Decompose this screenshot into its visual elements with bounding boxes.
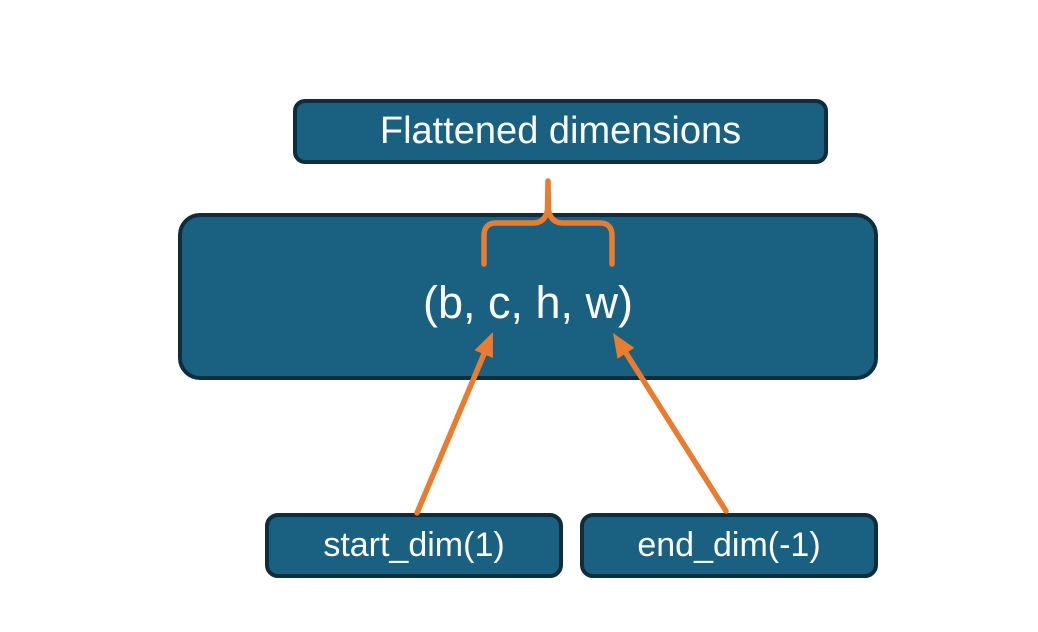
flattened-dimensions-label: Flattened dimensions — [379, 110, 742, 152]
end-dim-box: end_dim(-1) — [580, 513, 878, 578]
tensor-shape-box: (b, c, h, w) — [178, 213, 878, 380]
end-dim-label: end_dim(-1) — [637, 526, 821, 564]
start-dim-box: start_dim(1) — [265, 513, 563, 578]
start-dim-label: start_dim(1) — [323, 526, 505, 564]
flattened-dimensions-box: Flattened dimensions — [293, 99, 828, 164]
tensor-shape-label: (b, c, h, w) — [422, 276, 634, 328]
